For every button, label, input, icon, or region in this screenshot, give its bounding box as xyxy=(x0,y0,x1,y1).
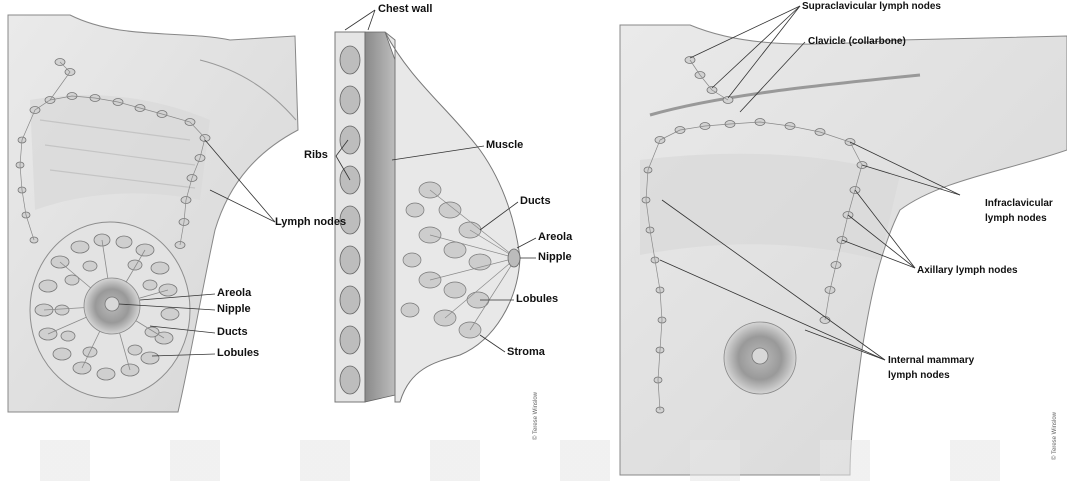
label-internal-mammary-2: lymph nodes xyxy=(888,369,950,382)
label-lobules-left: Lobules xyxy=(217,347,259,360)
label-nipple-left: Nipple xyxy=(217,303,251,316)
label-lobules-mid: Lobules xyxy=(516,293,558,306)
label-nipple-mid: Nipple xyxy=(538,251,572,264)
label-infraclavicular-1: Infraclavicular xyxy=(985,197,1053,210)
label-ducts-left: Ducts xyxy=(217,326,248,339)
lymph-node-illustration xyxy=(620,6,1067,475)
label-infraclavicular-2: lymph nodes xyxy=(985,212,1047,225)
label-chest-wall: Chest wall xyxy=(378,3,432,16)
label-internal-mammary-1: Internal mammary xyxy=(888,354,974,367)
label-supraclavicular: Supraclavicular lymph nodes xyxy=(802,0,941,13)
label-axillary: Axillary lymph nodes xyxy=(917,264,1018,277)
label-areola-left: Areola xyxy=(217,287,251,300)
label-muscle: Muscle xyxy=(486,139,523,152)
label-lymph-nodes-left: Lymph nodes xyxy=(275,216,346,229)
label-areola-mid: Areola xyxy=(538,231,572,244)
watermark-band xyxy=(0,440,1067,481)
breast-cross-section xyxy=(335,10,536,402)
left-nipple xyxy=(105,297,119,311)
image-credit-mid: © Terese Winslow xyxy=(533,392,539,440)
label-ribs: Ribs xyxy=(304,149,328,162)
muscle xyxy=(365,32,395,402)
label-ducts-mid: Ducts xyxy=(520,195,551,208)
mid-nipple xyxy=(508,249,520,267)
label-clavicle: Clavicle (collarbone) xyxy=(808,35,906,48)
label-stroma: Stroma xyxy=(507,346,545,359)
right-nipple xyxy=(752,348,768,364)
